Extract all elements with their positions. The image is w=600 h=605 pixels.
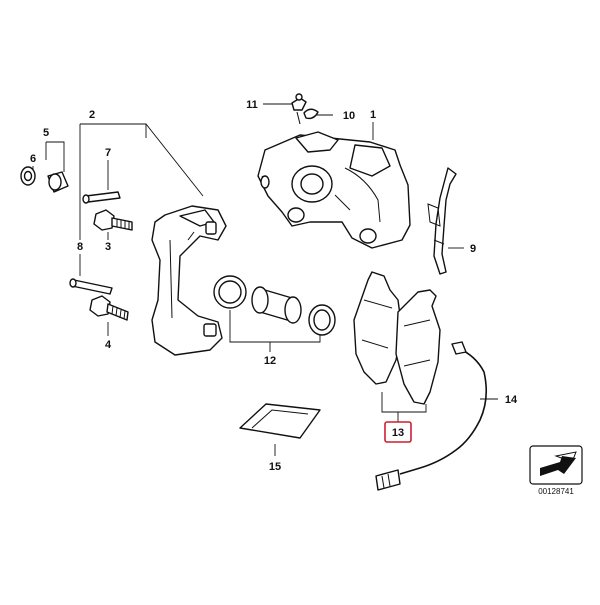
brake-caliper bbox=[257, 131, 411, 249]
caliper-carrier bbox=[151, 205, 227, 356]
label-1: 1 bbox=[370, 109, 376, 121]
guide-pin-lower bbox=[69, 278, 113, 295]
label-7: 7 bbox=[105, 147, 111, 159]
catalog-reference: 00128741 bbox=[529, 445, 583, 496]
direction-arrow-icon bbox=[540, 456, 576, 476]
part-labels: 1 2 3 4 5 6 7 8 9 10 11 12 13 14 15 bbox=[30, 99, 518, 473]
label-15: 15 bbox=[269, 461, 281, 473]
anti-rattle-spring bbox=[427, 167, 457, 275]
wear-sensor bbox=[375, 341, 488, 491]
piston bbox=[251, 286, 302, 324]
piston-seal-ring bbox=[213, 275, 247, 309]
brake-pad-inner bbox=[353, 271, 403, 385]
hex-bolt-lower bbox=[89, 295, 129, 321]
highlight-box-13 bbox=[384, 421, 412, 443]
grease-packet bbox=[239, 403, 321, 439]
piston-dust-boot bbox=[308, 304, 336, 336]
label-2: 2 bbox=[89, 109, 95, 121]
leader-lines bbox=[32, 103, 498, 456]
label-5: 5 bbox=[43, 127, 49, 139]
label-9: 9 bbox=[470, 243, 476, 255]
dust-cap bbox=[20, 166, 36, 186]
hex-bolt-upper bbox=[93, 209, 133, 231]
label-4: 4 bbox=[105, 339, 112, 351]
bleeder-cap bbox=[303, 108, 319, 120]
label-8: 8 bbox=[77, 241, 83, 253]
label-10: 10 bbox=[343, 110, 355, 122]
label-14: 14 bbox=[505, 394, 518, 406]
label-6: 6 bbox=[30, 153, 36, 165]
catalog-number: 00128741 bbox=[538, 487, 574, 496]
guide-sleeve bbox=[47, 171, 69, 193]
guide-pin-upper bbox=[82, 191, 121, 204]
label-13: 13 bbox=[392, 427, 404, 439]
brake-pad-outer bbox=[395, 289, 441, 405]
label-3: 3 bbox=[105, 241, 111, 253]
bleeder-screw bbox=[291, 93, 307, 125]
label-11: 11 bbox=[246, 99, 258, 111]
label-12: 12 bbox=[264, 355, 276, 367]
